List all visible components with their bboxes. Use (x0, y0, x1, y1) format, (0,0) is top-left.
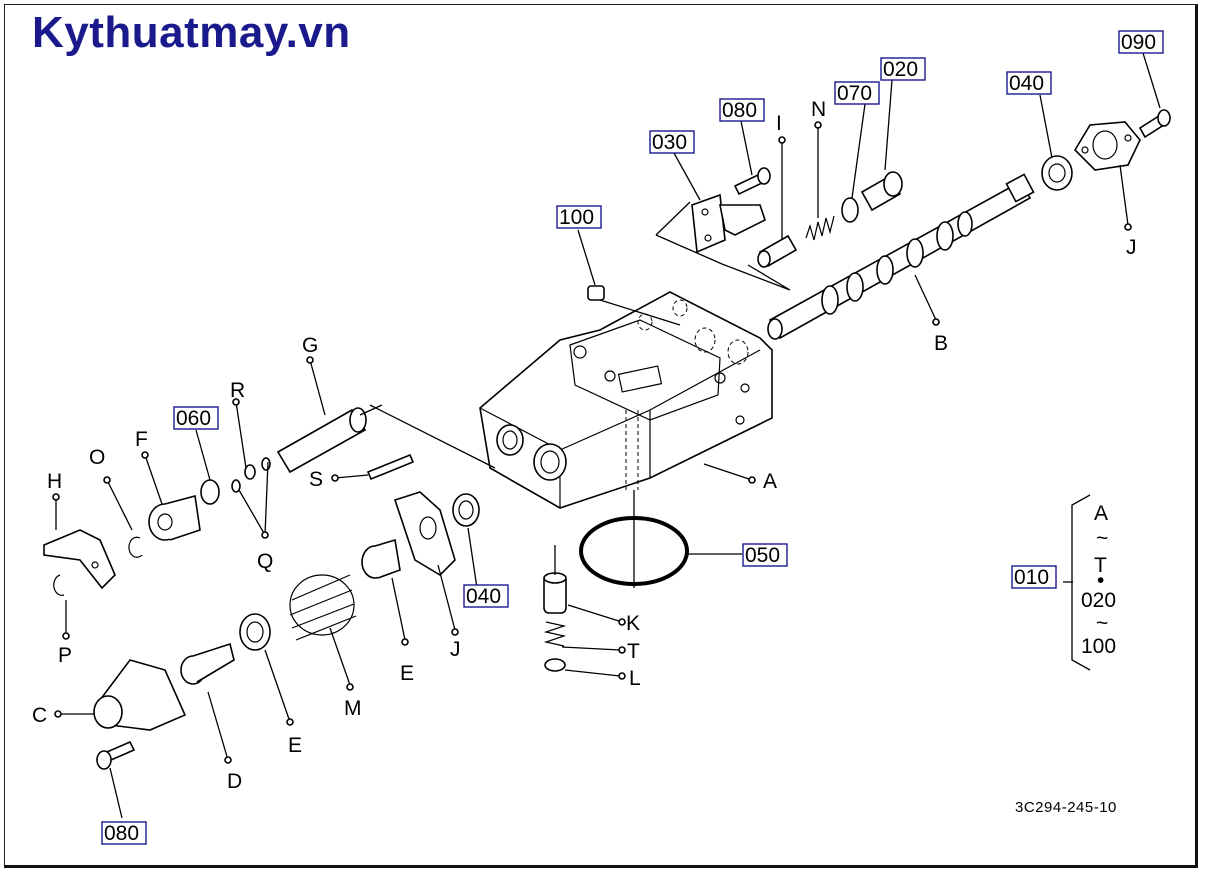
oring-070 (841, 197, 859, 223)
code-040-left: 040 (463, 584, 509, 608)
letter-labels: A B C D E E F G H I J J K L M N O P Q R … (32, 98, 1137, 793)
label-j-right: J (1126, 236, 1137, 259)
sleeve-e-upper (361, 538, 401, 579)
svg-text:030: 030 (652, 131, 687, 154)
code-050: 050 (742, 543, 788, 567)
code-040-right: 040 (1006, 71, 1052, 95)
code-060: 060 (173, 406, 219, 430)
plug-100 (587, 285, 605, 301)
label-t: T (627, 640, 640, 663)
legend-line-6: ~ (1096, 612, 1108, 635)
oring-060 (200, 479, 220, 505)
bracket-030 (691, 193, 766, 254)
svg-text:070: 070 (837, 82, 872, 105)
label-r: R (230, 379, 245, 402)
svg-text:090: 090 (1121, 31, 1156, 54)
spring-t (543, 621, 567, 647)
clip-o (128, 536, 143, 558)
label-h: H (47, 470, 62, 493)
svg-text:080: 080 (104, 822, 139, 845)
plug-f (148, 494, 201, 541)
svg-text:080: 080 (722, 99, 757, 122)
plug-d (180, 642, 235, 685)
label-c: C (32, 704, 47, 727)
spring-n (805, 215, 835, 241)
code-030: 030 (649, 130, 695, 154)
clip-p (53, 574, 65, 596)
legend-group: A ~ T • 020 ~ 100 (1081, 502, 1116, 658)
lever-h (43, 529, 116, 590)
plate-j-left (393, 491, 456, 577)
label-q: Q (257, 550, 273, 573)
code-080-top: 080 (719, 98, 765, 122)
brand-watermark: Kythuatmay.vn (32, 8, 351, 57)
code-070: 070 (834, 81, 880, 105)
screw-080-bottom (96, 740, 136, 770)
label-g: G (302, 334, 318, 357)
label-e-upper: E (400, 662, 414, 685)
svg-text:010: 010 (1014, 566, 1049, 589)
label-k: K (626, 612, 640, 635)
legend-line-2: ~ (1096, 527, 1108, 550)
label-p: P (58, 644, 72, 667)
svg-text:040: 040 (1009, 72, 1044, 95)
code-100: 100 (556, 205, 602, 229)
screw-080-top (733, 167, 771, 196)
leader-points (52, 121, 1132, 764)
label-a: A (763, 470, 777, 493)
diagram-frame (4, 4, 1198, 868)
label-f: F (135, 428, 148, 451)
legend-line-7: 100 (1081, 635, 1116, 658)
label-n: N (811, 98, 826, 121)
plunger-i (757, 234, 798, 268)
label-e-lower: E (288, 734, 302, 757)
legend-line-5: 020 (1081, 589, 1116, 612)
label-m: M (344, 697, 362, 720)
spool-b (767, 173, 1035, 340)
label-j-left: J (450, 638, 461, 661)
code-080-bottom: 080 (101, 821, 147, 845)
label-d: D (227, 770, 242, 793)
code-090: 090 (1118, 30, 1164, 54)
poppet-k (543, 572, 567, 614)
rings-q-r (231, 457, 271, 493)
sleeve-e-lower (239, 613, 271, 651)
cover-plate-j-right (1073, 121, 1141, 171)
leader-lines (55, 52, 1161, 819)
pin-s (366, 453, 415, 481)
washer-l (544, 658, 566, 672)
label-l: L (629, 667, 641, 690)
plug-020 (860, 171, 903, 212)
legend-line-4: • (1097, 569, 1104, 592)
cap-c (93, 659, 187, 731)
code-010: 010 (1011, 565, 1057, 589)
valve-body-a (479, 291, 773, 509)
legend-line-3: T (1094, 554, 1107, 577)
screw-090 (1138, 109, 1171, 139)
label-b: B (934, 332, 948, 355)
drawing-reference-code: 3C294-245-10 (1015, 799, 1117, 816)
label-o: O (89, 446, 105, 469)
spring-m (289, 574, 357, 641)
legend-line-1: A (1094, 502, 1108, 525)
part-code-labels: 010 020 030 040 040 050 060 070 (101, 30, 1164, 845)
svg-text:060: 060 (176, 407, 211, 430)
code-020: 020 (880, 57, 926, 81)
svg-text:040: 040 (466, 585, 501, 608)
label-s: S (309, 468, 323, 491)
svg-text:100: 100 (559, 206, 594, 229)
spool-g (276, 407, 367, 474)
svg-text:020: 020 (883, 58, 918, 81)
seal-040-right (1041, 155, 1073, 191)
svg-text:050: 050 (745, 544, 780, 567)
label-i: I (776, 112, 782, 135)
seal-040-left (452, 493, 480, 527)
